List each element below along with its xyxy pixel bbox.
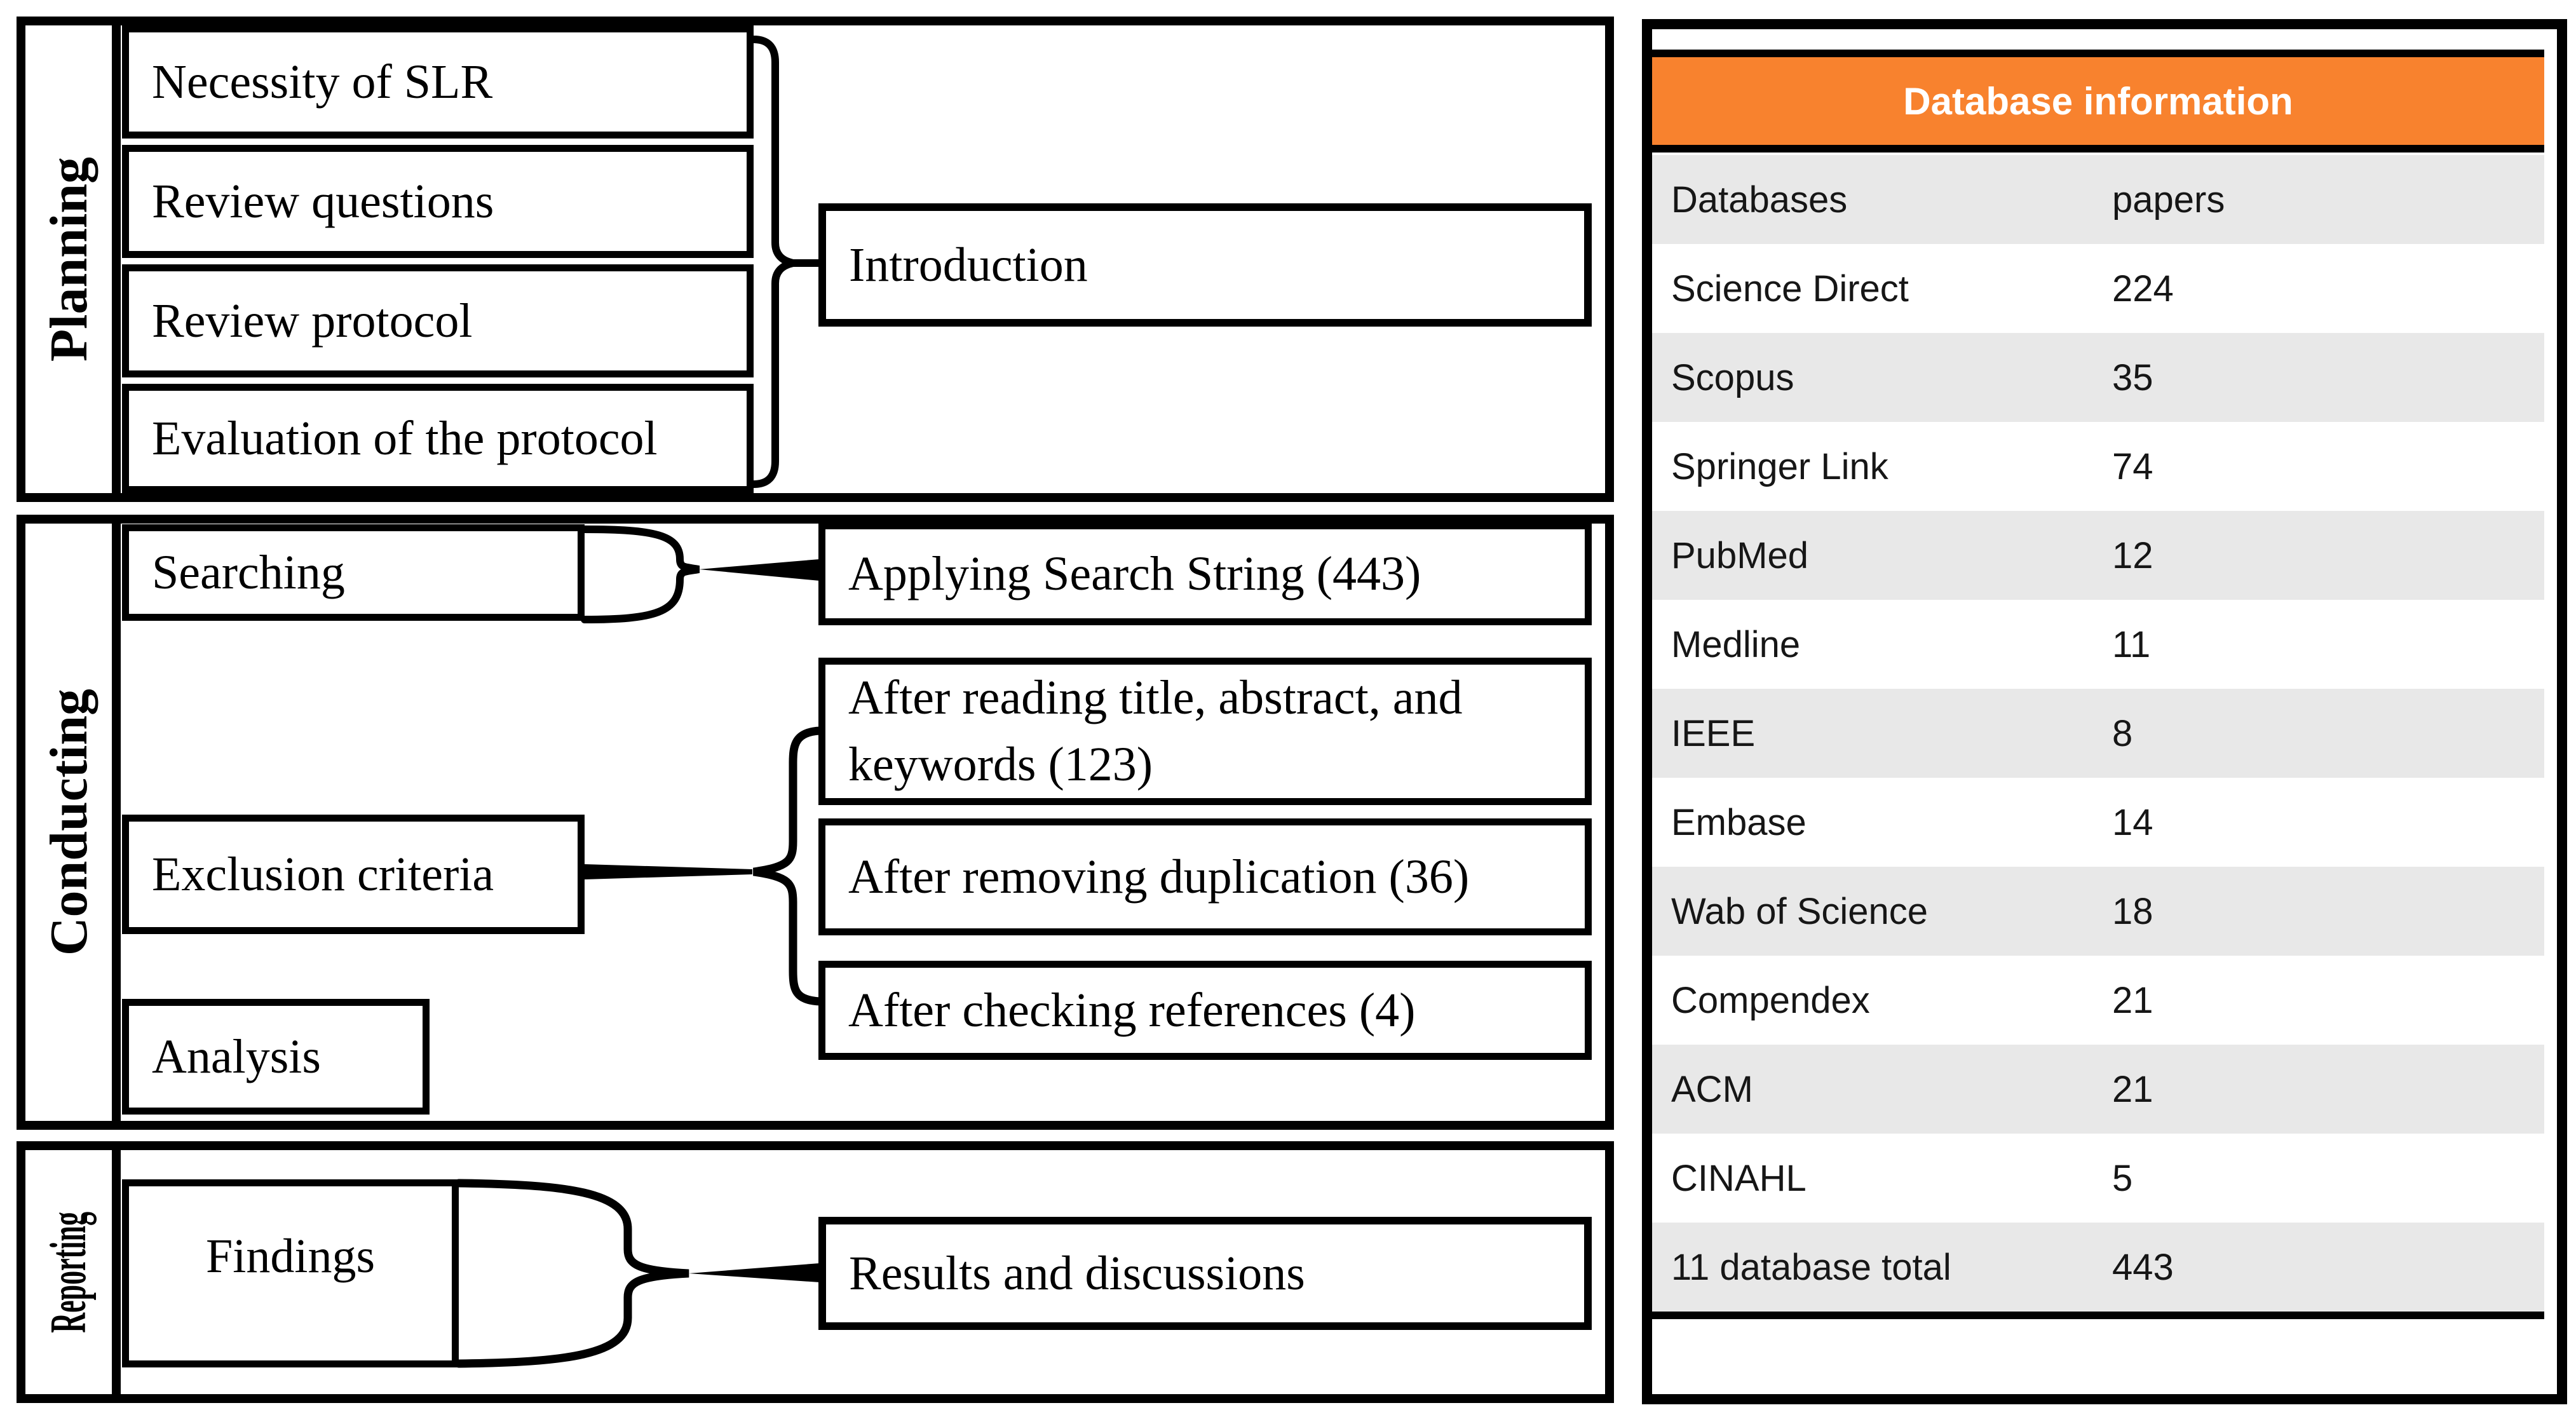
planning-label: Planning: [25, 25, 112, 493]
box-review-protocol: Review protocol: [122, 264, 754, 377]
planning-label-text: Planning: [39, 156, 98, 362]
total-value: 443: [2112, 1246, 2174, 1288]
table-row: ACM 21: [1652, 1045, 2544, 1134]
total-label: 11 database total: [1671, 1246, 1951, 1288]
conducting-label: Conducting: [25, 524, 112, 1121]
col-header-databases: Databases: [1671, 179, 1848, 220]
conducting-label-divider: [112, 515, 121, 1130]
db-papers: 21: [2112, 1068, 2153, 1110]
box-introduction: Introduction: [818, 203, 1592, 327]
db-papers: 224: [2112, 268, 2174, 309]
db-papers: 12: [2112, 534, 2153, 576]
db-name: PubMed: [1671, 534, 1809, 576]
db-name: Embase: [1671, 801, 1807, 843]
box-after-reading: After reading title, abstract, and keywo…: [818, 658, 1592, 805]
db-papers: 14: [2112, 801, 2153, 843]
box-evaluation-of-protocol: Evaluation of the protocol: [122, 384, 754, 493]
table-total-row: 11 database total 443: [1652, 1223, 2544, 1312]
db-name: Compendex: [1671, 979, 1870, 1021]
table-row: Scopus 35: [1652, 333, 2544, 422]
conducting-label-text: Conducting: [39, 688, 98, 956]
db-papers: 8: [2112, 712, 2133, 754]
table-row: PubMed 12: [1652, 511, 2544, 600]
table-row: Science Direct 224: [1652, 244, 2544, 333]
reporting-label: Reporting: [25, 1150, 112, 1394]
db-name: Springer Link: [1671, 445, 1888, 487]
box-exclusion-criteria: Exclusion criteria: [122, 815, 585, 934]
box-analysis: Analysis: [122, 999, 430, 1115]
table-row: IEEE 8: [1652, 689, 2544, 778]
db-name: IEEE: [1671, 712, 1756, 754]
table-row: Wab of Science 18: [1652, 867, 2544, 956]
db-name: CINAHL: [1671, 1157, 1807, 1199]
database-table-title: Database information: [1652, 50, 2544, 153]
box-searching: Searching: [122, 524, 585, 621]
db-name: Wab of Science: [1671, 890, 1929, 932]
db-papers: 11: [2112, 623, 2151, 665]
table-row: Springer Link 74: [1652, 422, 2544, 511]
table-header-row: Databases papers: [1652, 155, 2544, 244]
db-papers: 21: [2112, 979, 2153, 1021]
db-name: ACM: [1671, 1068, 1753, 1110]
table-row: Compendex 21: [1652, 956, 2544, 1045]
db-name: Scopus: [1671, 356, 1794, 398]
box-results-discussions: Results and discussions: [818, 1217, 1592, 1330]
db-papers: 5: [2112, 1157, 2133, 1199]
db-papers: 74: [2112, 445, 2153, 487]
table-row: CINAHL 5: [1652, 1134, 2544, 1223]
col-header-papers: papers: [2112, 179, 2225, 220]
db-papers: 18: [2112, 890, 2153, 932]
box-applying-search-string: Applying Search String (443): [818, 522, 1592, 625]
reporting-label-divider: [112, 1141, 121, 1403]
box-after-removing-duplication: After removing duplication (36): [818, 818, 1592, 935]
db-name: Science Direct: [1671, 268, 1909, 309]
box-findings: Findings: [122, 1179, 459, 1367]
table-row: Medline 11: [1652, 600, 2544, 689]
box-necessity-of-slr: Necessity of SLR: [122, 25, 754, 139]
db-name: Medline: [1671, 623, 1801, 665]
table-row: Embase 14: [1652, 778, 2544, 867]
reporting-label-text: Reporting: [40, 1211, 97, 1333]
planning-label-divider: [112, 17, 121, 502]
box-after-checking-references: After checking references (4): [818, 961, 1592, 1060]
box-review-questions: Review questions: [122, 145, 754, 258]
table-bottom-rule: [1652, 1312, 2544, 1319]
db-papers: 35: [2112, 356, 2153, 398]
